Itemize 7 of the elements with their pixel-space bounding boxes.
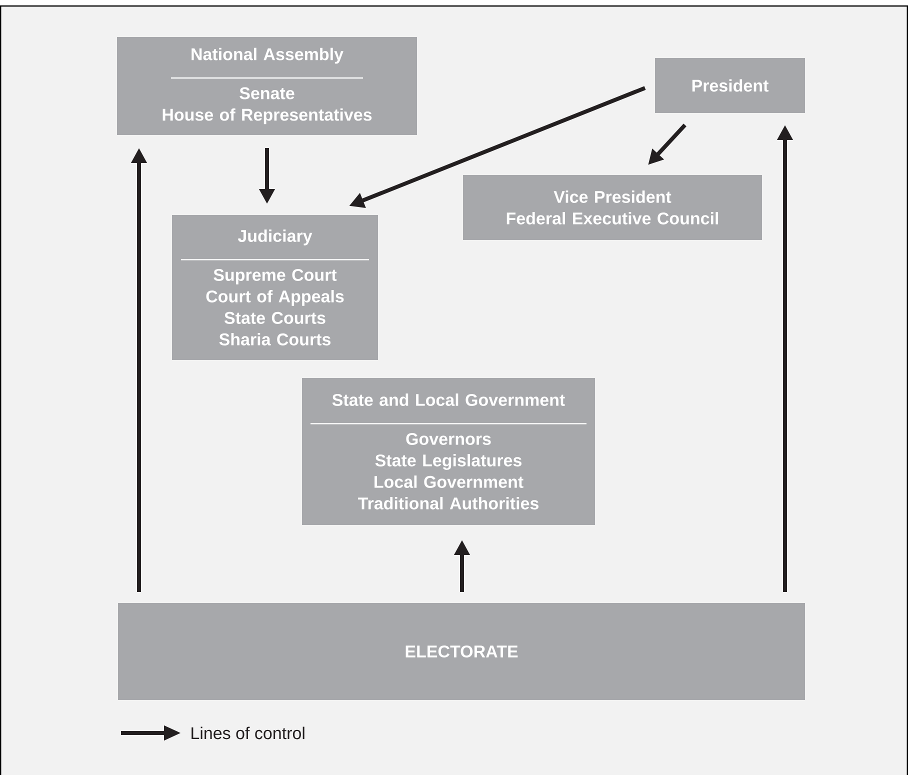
- org-box: State and Local Government Governors State Legislatures Local Government Traditional Authorities: [302, 378, 595, 525]
- org-box: ELECTORATE: [118, 602, 805, 700]
- org-box: National Assembly Senate House of Representatives: [117, 36, 417, 135]
- org-box: President: [655, 58, 805, 113]
- org-box: Vice President Federal Executive Council: [463, 174, 762, 240]
- legend-label: Lines of control: [192, 726, 304, 740]
- org-box: Judiciary Supreme Court Court of Appeals State Courts Sharia Courts: [172, 214, 378, 360]
